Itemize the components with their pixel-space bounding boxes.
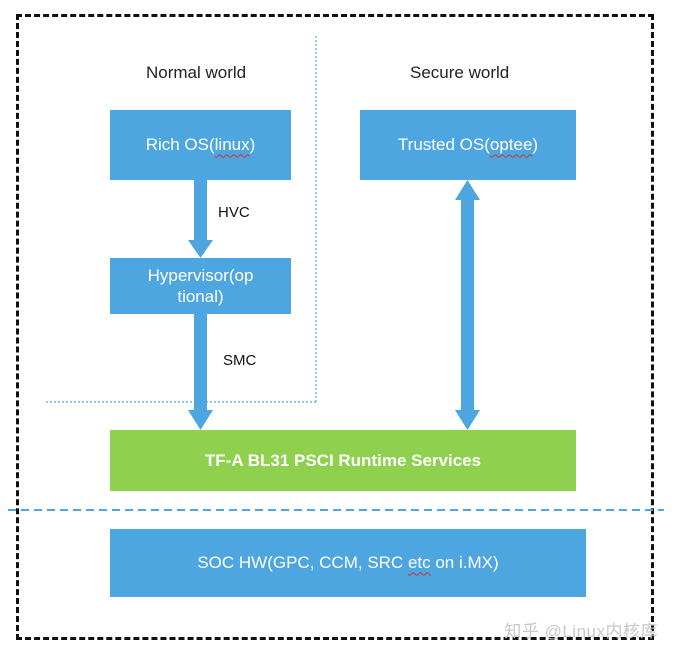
secure-world-label: Secure world: [410, 63, 510, 82]
hypervisor-label-line2: tional): [177, 287, 224, 306]
hvc-label: HVC: [218, 204, 250, 221]
hvc-arrow: [188, 180, 213, 258]
rich-os-box: Rich OS(linux): [110, 110, 291, 180]
secure-bidirectional-arrow: [455, 180, 480, 430]
smc-label: SMC: [223, 352, 257, 369]
trusted-os-box: Trusted OS(optee): [360, 110, 576, 180]
soc-hw-label: SOC HW(GPC, CCM, SRC etc on i.MX): [197, 553, 499, 573]
normal-world-label: Normal world: [146, 63, 247, 82]
soc-hw-box: SOC HW(GPC, CCM, SRC etc on i.MX): [110, 529, 586, 597]
hypervisor-box: Hypervisor(op tional): [110, 258, 291, 314]
watermark: 知乎 @Linux内核库: [504, 622, 658, 641]
outer-frame: [16, 14, 654, 640]
tfa-label: TF-A BL31 PSCI Runtime Services: [204, 450, 482, 470]
hypervisor-label-line1: Hypervisor(op: [147, 265, 254, 285]
tfa-box: TF-A BL31 PSCI Runtime Services: [110, 430, 576, 491]
smc-arrow: [188, 314, 213, 430]
rich-os-label: Rich OS(linux): [145, 135, 256, 155]
trusted-os-label: Trusted OS(optee): [397, 135, 539, 155]
